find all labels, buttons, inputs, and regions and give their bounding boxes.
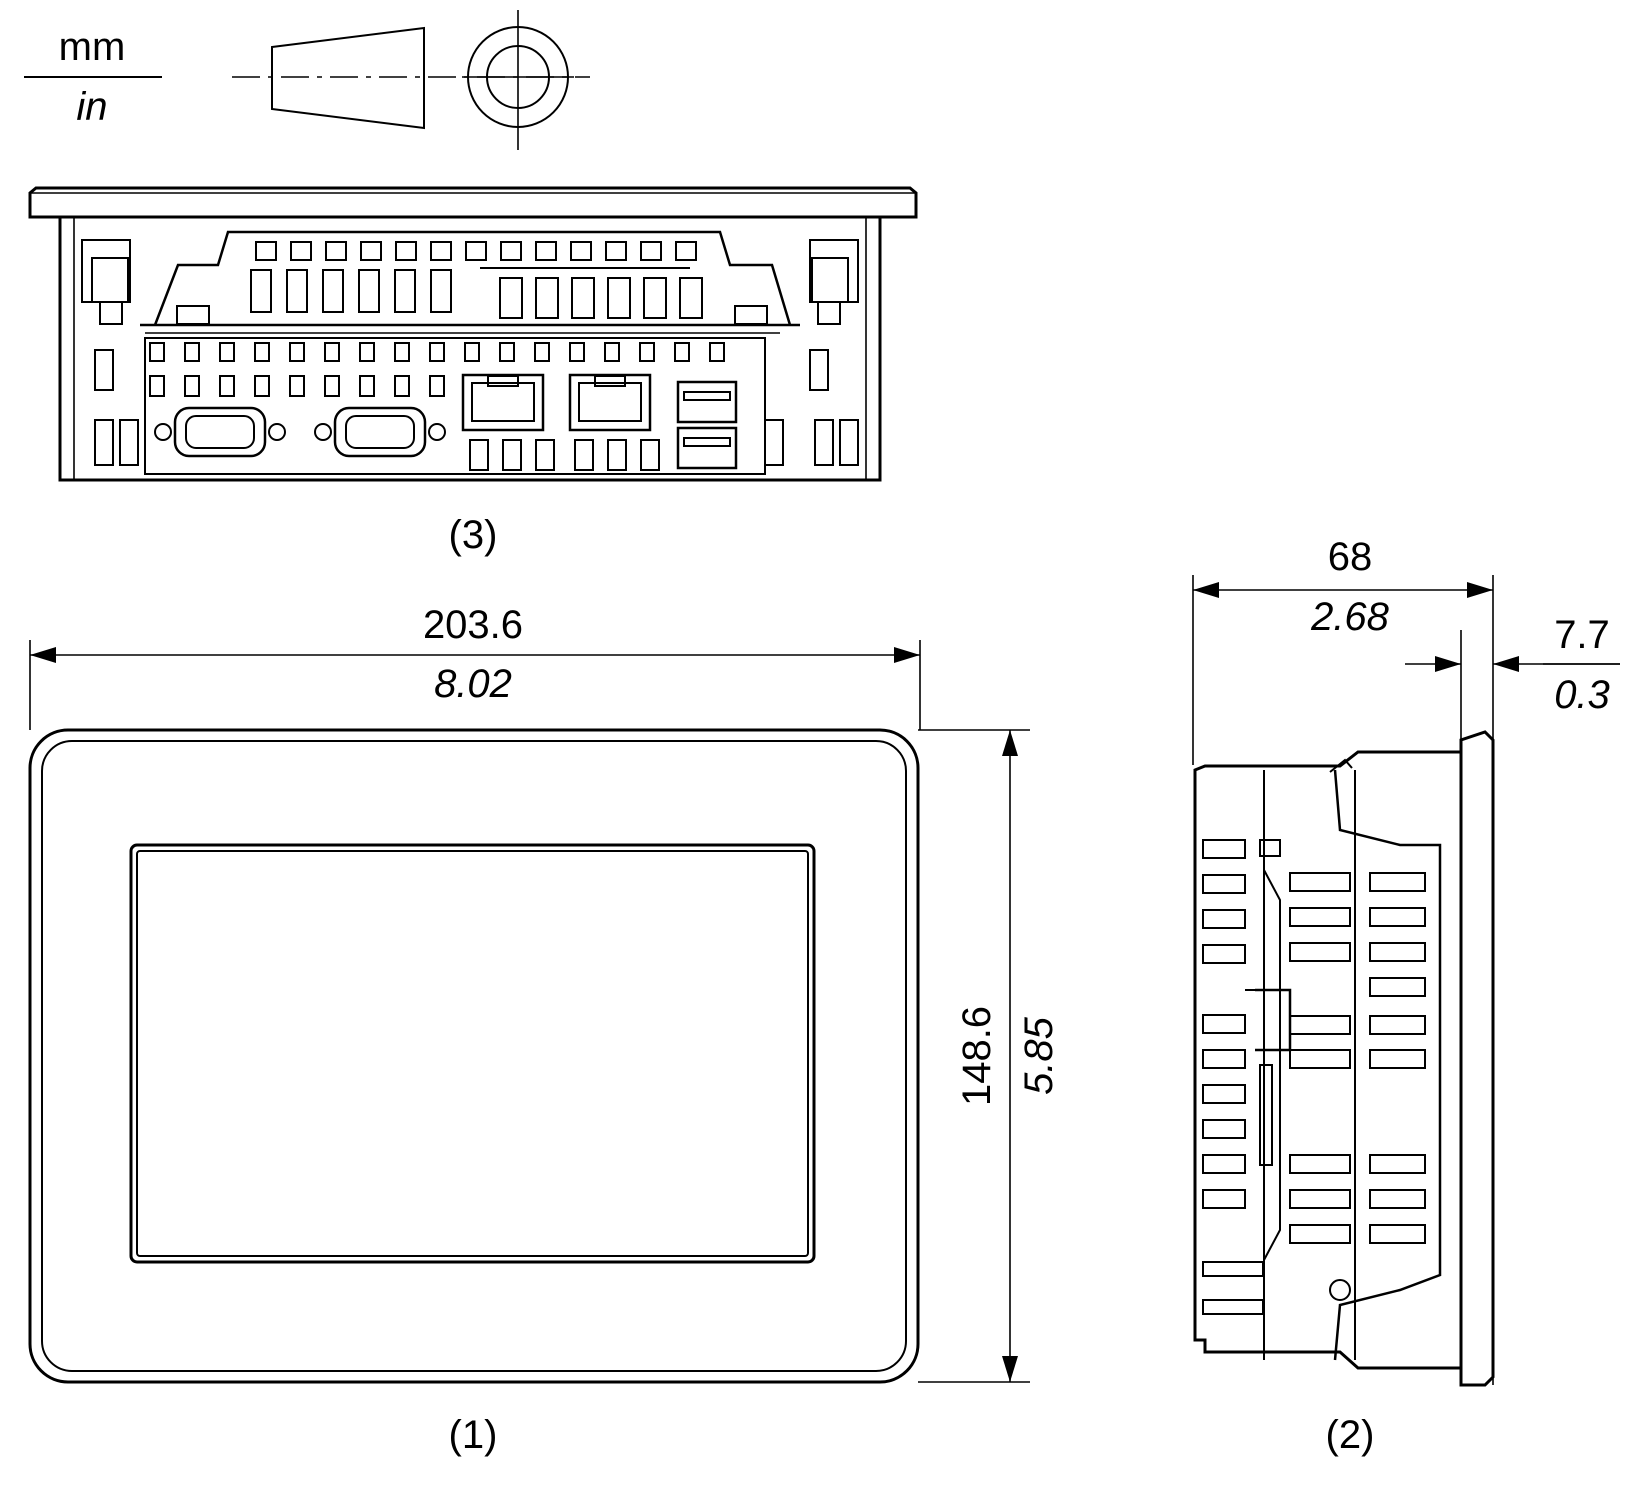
ethernet-port-1-icon [461, 373, 545, 432]
bezel-in: 0.3 [1554, 673, 1610, 717]
port-panel [144, 337, 766, 475]
units-legend: mm in [24, 25, 162, 129]
vent-row-bottom [94, 349, 859, 471]
front-view: 203.6 8.02 148.6 5.85 (1) [28, 603, 1061, 1457]
side-vent-column-right [1289, 872, 1426, 1244]
side-inner-profile [1333, 769, 1442, 1361]
unit-mm: mm [59, 25, 126, 69]
side-view: 68 2.68 7.7 0.3 [1192, 535, 1620, 1457]
bottom-view: (3) [28, 186, 918, 557]
serial-port-2-icon [314, 406, 446, 458]
mount-clip-left-icon [81, 239, 131, 325]
depth-in: 2.68 [1310, 595, 1390, 639]
mount-clip-right-icon [809, 239, 859, 325]
view-3-label: (3) [449, 513, 498, 557]
height-mm: 148.6 [955, 1006, 999, 1106]
side-vent-column-left [1202, 839, 1264, 1315]
width-in: 8.02 [434, 662, 512, 706]
third-angle-projection-icon [232, 10, 590, 150]
unit-in: in [76, 85, 107, 129]
view-2-label: (2) [1326, 1413, 1375, 1457]
front-bezel [28, 728, 920, 1384]
screen-area [129, 843, 816, 1264]
width-mm: 203.6 [423, 603, 523, 647]
serial-port-1-icon [154, 406, 286, 458]
depth-mm: 68 [1328, 535, 1373, 579]
vent-row-lower [149, 342, 725, 397]
bezel-mm: 7.7 [1554, 613, 1610, 657]
upper-housing [153, 230, 792, 326]
view-1-label: (1) [449, 1413, 498, 1457]
vent-row-top [255, 241, 697, 261]
height-in: 5.85 [1017, 1016, 1061, 1095]
bottom-body [58, 217, 882, 482]
usb-ports-icon [676, 380, 738, 470]
vent-row-middle [250, 267, 703, 319]
ethernet-port-2-icon [568, 373, 652, 432]
side-body [1193, 750, 1463, 1370]
side-bezel [1459, 730, 1495, 1387]
